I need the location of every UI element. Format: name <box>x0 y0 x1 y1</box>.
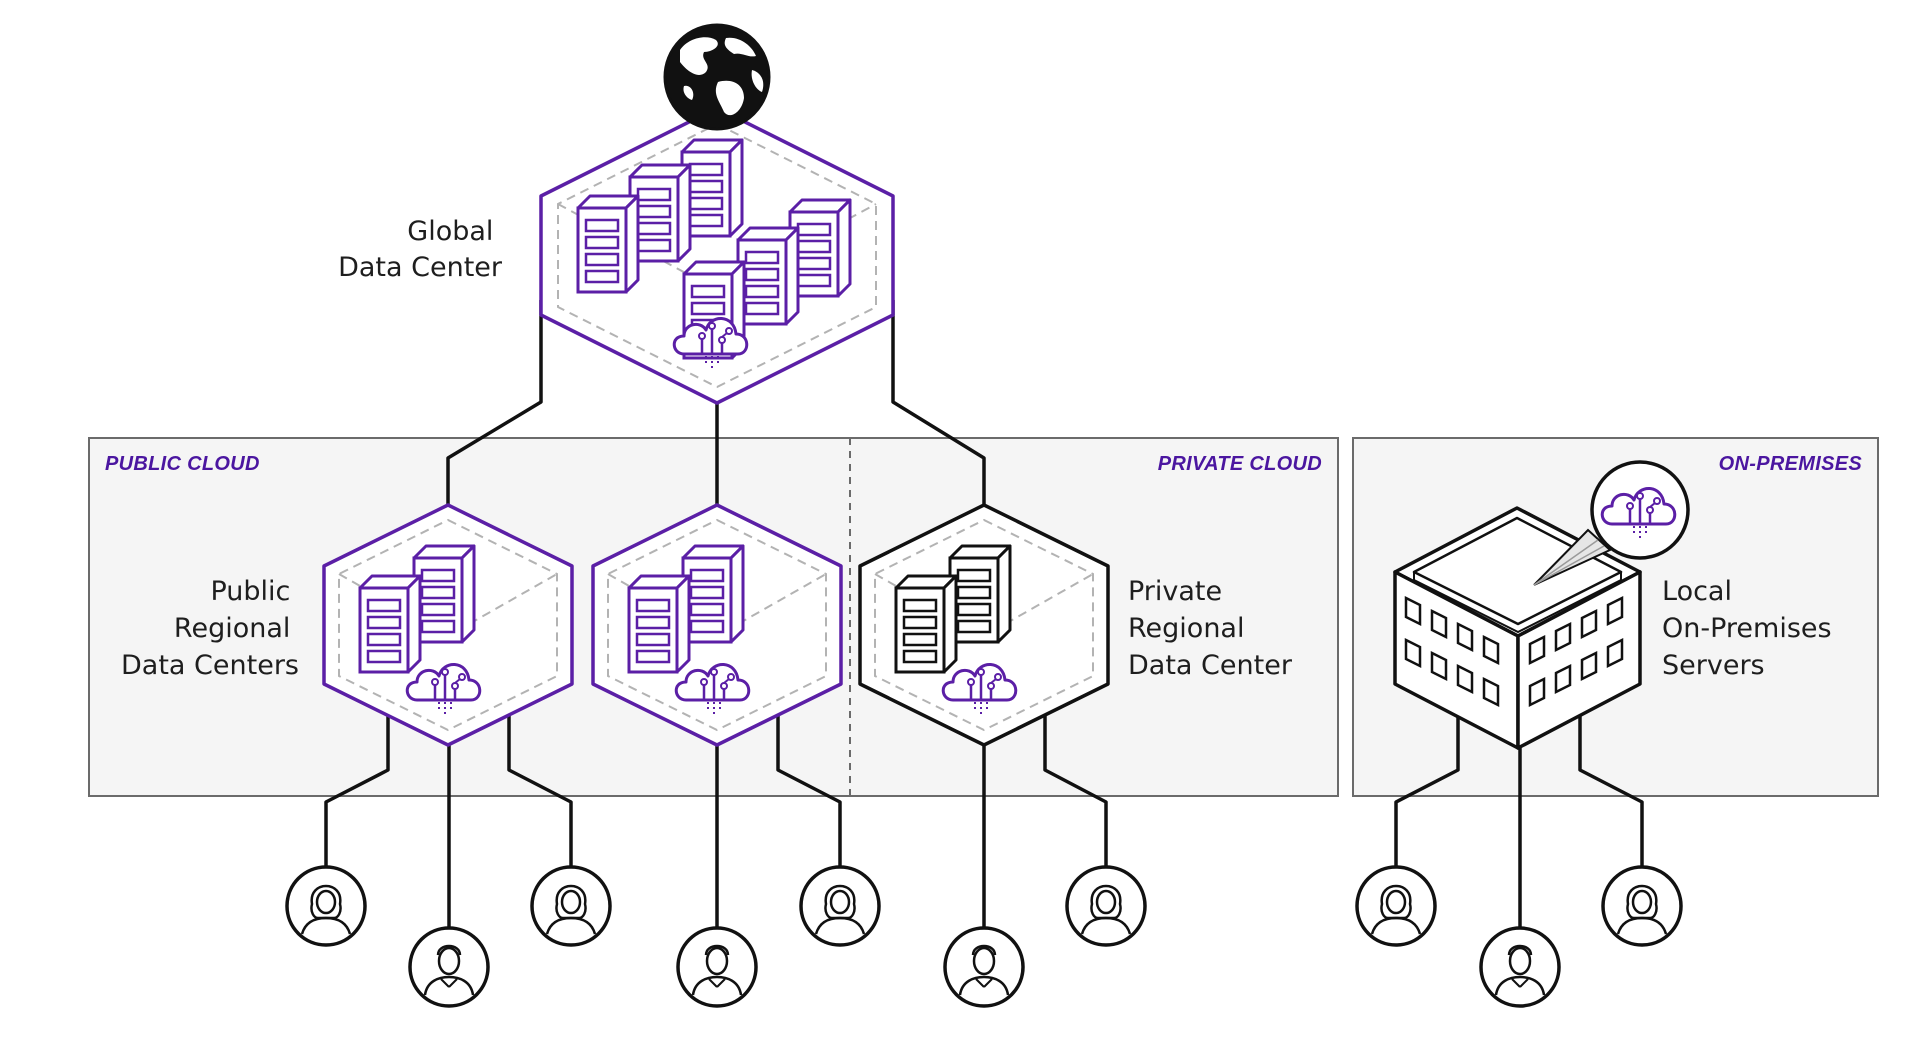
server-rack-icon <box>948 544 1012 644</box>
server-rack-icon <box>894 574 958 674</box>
male-user-icon <box>676 926 758 1008</box>
server-rack-icon <box>627 574 691 674</box>
public-regional-data-center-1 <box>322 503 574 747</box>
public-cloud-title: PUBLIC CLOUD <box>105 453 260 475</box>
female-user-icon <box>1601 865 1683 947</box>
connection-lines <box>324 300 1644 931</box>
global-data-center-label: Global Data Center <box>338 216 503 283</box>
server-rack-icon <box>736 226 800 326</box>
local-on-premises-label: Local On-Premises Servers <box>1662 576 1840 681</box>
server-rack-icon <box>681 544 745 644</box>
male-user-icon <box>408 926 490 1008</box>
cloud-bubble <box>1590 460 1690 560</box>
global-data-center <box>539 106 895 405</box>
public-regional-data-center-2 <box>591 503 843 747</box>
on-premises-title: ON-PREMISES <box>1719 453 1863 475</box>
globe-icon <box>663 23 771 131</box>
female-user-icon <box>285 865 367 947</box>
public-regional-label: Public Regional Data Centers <box>121 576 299 681</box>
server-rack-icon <box>412 544 476 644</box>
male-user-icon <box>1479 926 1561 1008</box>
private-regional-data-center <box>858 503 1110 747</box>
private-regional-label: Private Regional Data Center <box>1128 576 1293 681</box>
private-cloud-title: PRIVATE CLOUD <box>1158 453 1322 475</box>
female-user-icon <box>799 865 881 947</box>
female-user-icon <box>1355 865 1437 947</box>
server-rack-icon <box>576 194 640 294</box>
female-user-icon <box>1065 865 1147 947</box>
female-user-icon <box>530 865 612 947</box>
male-user-icon <box>943 926 1025 1008</box>
server-rack-icon <box>358 574 422 674</box>
office-building-icon <box>1393 506 1642 750</box>
